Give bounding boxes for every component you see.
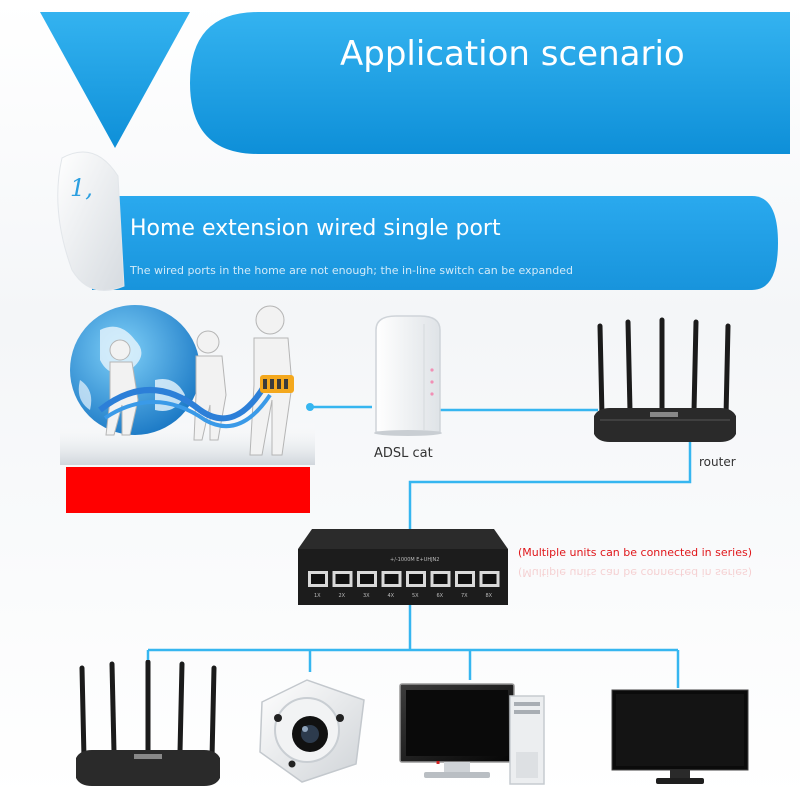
switch-note: (Multiple units can be connected in seri… (518, 546, 753, 559)
switch-port-socket (360, 574, 374, 584)
desktop-computer-icon: ▪ (399, 683, 545, 785)
router-icon (594, 317, 736, 442)
title-banner (190, 12, 790, 154)
switch-port-label: 4X (388, 593, 395, 599)
switch-icon: +/-1000M E+UHJN2 1X 2X 3X 4X 5X 6X 7X 8X (298, 529, 508, 605)
monitor-icon (611, 689, 749, 784)
adsl-modem-icon (374, 315, 442, 436)
modem-label: ADSL cat (374, 446, 433, 461)
switch-port-socket (311, 574, 325, 584)
router-icon (76, 660, 220, 786)
switch-port-socket (458, 574, 472, 584)
top-triangle (40, 12, 190, 148)
fisheye-camera-icon (259, 679, 365, 783)
switch-port-label: 3X (363, 593, 370, 599)
svg-text:▪: ▪ (436, 759, 440, 766)
network-people-globe-icon (60, 305, 315, 465)
switch-note-reflection: (Multiple units can be connected in seri… (518, 566, 753, 579)
switch-port-label: 8X (486, 593, 493, 599)
switch-port-socket (409, 574, 423, 584)
switch-port-label: 2X (339, 593, 346, 599)
router-label: router (699, 455, 736, 469)
switch-port-label: 7X (461, 593, 468, 599)
section-title: Home extension wired single port (130, 216, 501, 241)
section-number: 1, (70, 174, 93, 202)
switch-port-label: 5X (412, 593, 419, 599)
switch-port-socket (433, 574, 448, 584)
page-curl (57, 151, 125, 291)
switch-port-label: 6X (437, 593, 444, 599)
switch-port-socket (384, 574, 399, 584)
section-bar (92, 196, 778, 290)
connection-dot (306, 403, 314, 411)
switch-port-socket (335, 574, 350, 584)
switch-port-label: 1X (314, 593, 321, 599)
red-highlight-bar (66, 467, 310, 513)
section-subtitle: The wired ports in the home are not enou… (130, 264, 573, 277)
switch-top-text: +/-1000M E+UHJN2 (390, 557, 439, 563)
page-title: Application scenario (340, 34, 685, 74)
switch-port-socket (482, 574, 497, 584)
